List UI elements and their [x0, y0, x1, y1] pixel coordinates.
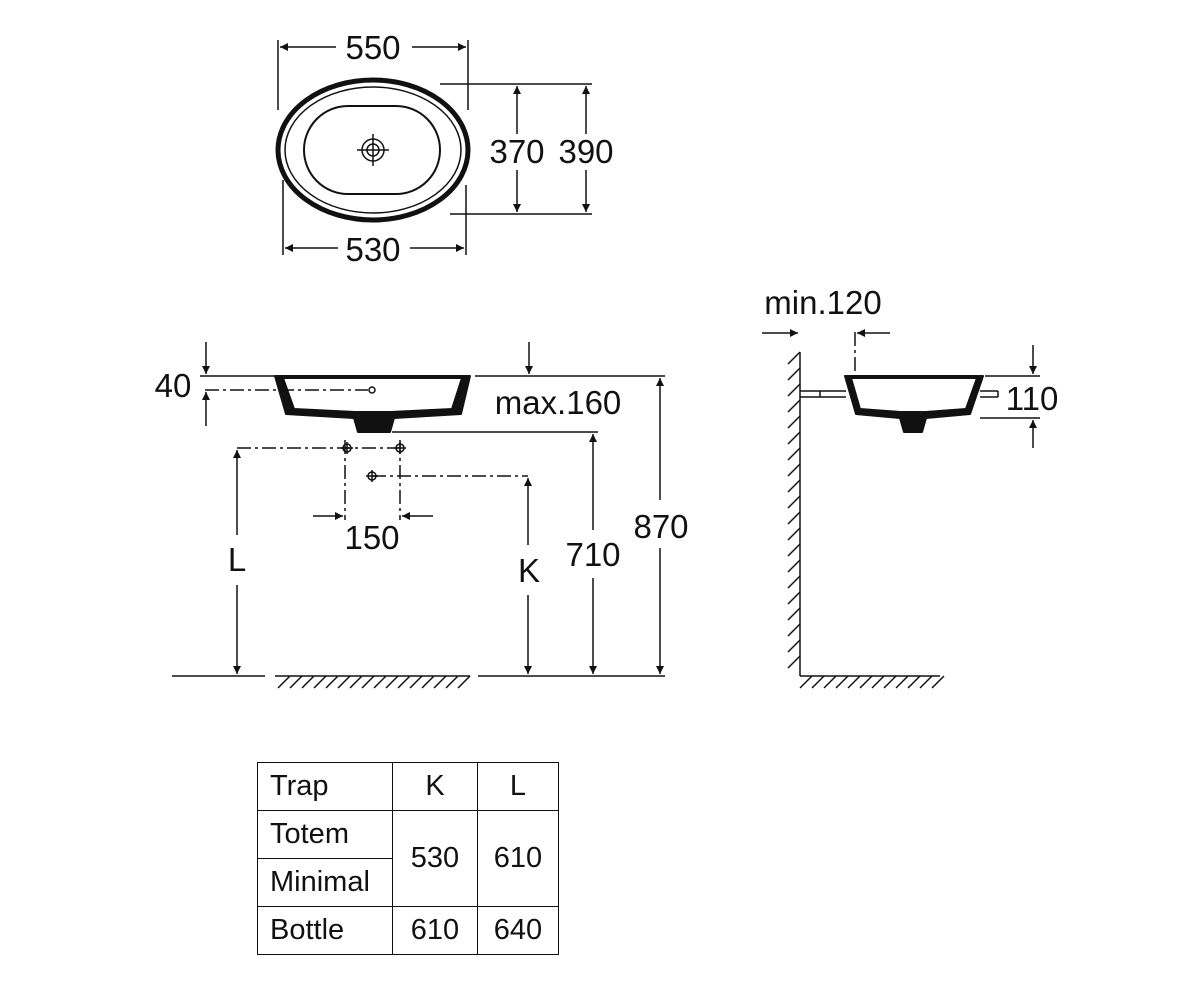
- trap-dimensions-table: Trap K L Totem 530 610 Minimal Bottle 61…: [257, 762, 559, 955]
- trap-name-bottle: Bottle: [257, 906, 393, 955]
- header-trap: Trap: [257, 762, 393, 811]
- basin-outer-rim: [275, 77, 471, 223]
- l-value-totem-minimal: 610: [477, 810, 559, 907]
- dim-height-to-rim: 870: [633, 508, 688, 545]
- front-view: 40 max.160 150 L: [155, 342, 689, 689]
- dim-height-to-waste: 710: [565, 536, 620, 573]
- dim-outer-width: 390: [558, 133, 613, 170]
- dim-waste-spacing: 150: [344, 519, 399, 556]
- table-row: Bottle 610 640: [257, 906, 559, 955]
- wall: [787, 351, 945, 689]
- dim-rim-height: 40: [155, 367, 192, 404]
- header-k: K: [392, 762, 478, 811]
- side-view: min.120 110: [762, 284, 1059, 689]
- k-value-totem-minimal: 530: [392, 810, 478, 907]
- table-row: Totem 530 610: [257, 810, 559, 907]
- dim-wall-clearance: min.120: [764, 284, 881, 321]
- dim-bowl-width: 370: [489, 133, 544, 170]
- dim-bowl-length: 530: [345, 231, 400, 268]
- drain-icon: [357, 134, 389, 166]
- trap-name-totem: Totem: [257, 810, 393, 859]
- dim-max-tap-height: max.160: [495, 384, 622, 421]
- waste-outlet-icon: [341, 442, 406, 482]
- dim-basin-height: 110: [1006, 380, 1059, 417]
- basin-front-section: [274, 375, 471, 433]
- k-value-bottle: 610: [392, 906, 478, 955]
- trap-name-minimal: Minimal: [257, 858, 393, 907]
- floor-line: [172, 675, 665, 689]
- dim-trap-K: K: [518, 552, 540, 589]
- top-view: 550 530 370 390: [275, 29, 614, 268]
- basin-rim-inner-line: [284, 86, 462, 214]
- tap-spout: [800, 390, 999, 398]
- dim-trap-L: L: [228, 541, 246, 578]
- table-row: Minimal: [257, 858, 559, 907]
- l-value-bottle: 640: [477, 906, 559, 955]
- dim-outer-length: 550: [345, 29, 400, 66]
- basin-bowl-outline: [303, 105, 441, 195]
- header-l: L: [477, 762, 559, 811]
- table-header-row: Trap K L: [257, 762, 559, 811]
- basin-side-section: [844, 375, 984, 433]
